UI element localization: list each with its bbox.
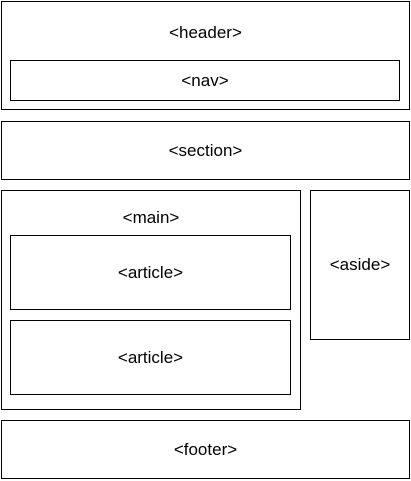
footer-label: <footer> xyxy=(173,439,238,459)
aside-box: <aside> xyxy=(310,190,410,340)
section-box: <section> xyxy=(1,121,410,180)
header-label: <header> xyxy=(169,23,242,42)
footer-box: <footer> xyxy=(1,420,410,479)
nav-box: <nav> xyxy=(10,60,400,101)
aside-label: <aside> xyxy=(329,255,391,274)
nav-label: <nav> xyxy=(181,70,229,90)
section-label: <section> xyxy=(168,140,243,160)
article-label-2: <article> xyxy=(117,347,184,367)
article-box-2: <article> xyxy=(10,320,291,395)
main-label: <main> xyxy=(122,208,180,227)
article-label-1: <article> xyxy=(117,262,184,282)
article-box-1: <article> xyxy=(10,235,291,310)
